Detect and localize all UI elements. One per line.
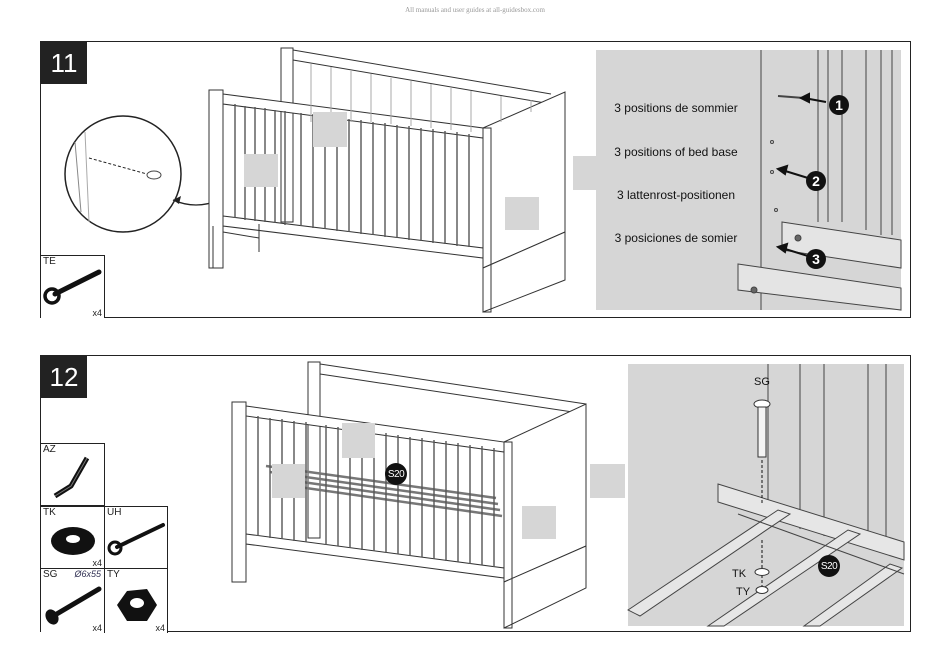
step-12-panel: 12 — [40, 355, 911, 633]
marker-3: 3 — [806, 249, 826, 269]
magnifier-detail-illustration — [64, 115, 220, 233]
part-size: Ø6x55 — [74, 569, 101, 579]
marker-2: 2 — [806, 171, 826, 191]
marker-1: 1 — [829, 95, 849, 115]
part-code: TK — [43, 507, 56, 518]
part-qty: x4 — [92, 623, 102, 633]
part-qty: x4 — [155, 623, 165, 633]
crib-illustration — [208, 47, 606, 313]
part-code: SG — [43, 569, 58, 580]
label-tk: TK — [732, 568, 747, 580]
washer-icon — [51, 527, 95, 555]
detail-panel: SG TK TY S20 — [627, 364, 905, 627]
caption-de: 3 lattenrost-positionen — [616, 188, 736, 202]
caption-fr: 3 positions de sommier — [614, 101, 738, 115]
step-11-panel: 11 — [40, 41, 911, 318]
part-az: AZ — [41, 443, 105, 506]
part-tk: TK x4 — [41, 506, 105, 569]
wrench-icon — [107, 523, 165, 556]
label-sg: SG — [754, 376, 770, 388]
part-qty: x4 — [92, 558, 102, 568]
detail-panel: 3 positions de sommier 3 positions of be… — [596, 50, 902, 311]
label-ty: TY — [736, 586, 751, 598]
step-number: 12 — [41, 356, 87, 398]
part-code: TY — [107, 569, 120, 580]
part-code: UH — [107, 507, 122, 518]
part-te: TE x4 — [41, 255, 105, 318]
detail-panel-drawing — [627, 364, 905, 627]
badge-s20-detail: S20 — [818, 555, 840, 577]
part-sg: SG Ø6x55 x4 — [41, 568, 105, 633]
crib-illustration — [231, 361, 625, 629]
allen-key-icon — [53, 456, 90, 499]
caption-es: 3 posiciones de somier — [614, 231, 738, 245]
part-uh: UH — [104, 506, 168, 569]
part-code: TE — [43, 256, 56, 267]
watermark: All manuals and user guides at all-guide… — [405, 6, 545, 14]
badge-s20: S20 — [385, 463, 407, 485]
detail-panel-drawing — [737, 50, 902, 311]
caption-en: 3 positions of bed base — [614, 145, 738, 159]
part-ty: TY x4 — [104, 568, 168, 633]
eye-bolt-icon — [43, 269, 102, 305]
step-number: 11 — [41, 42, 87, 84]
part-code: AZ — [43, 444, 56, 455]
part-qty: x4 — [92, 308, 102, 318]
bolt-icon — [45, 586, 102, 625]
nut-icon — [117, 589, 157, 621]
